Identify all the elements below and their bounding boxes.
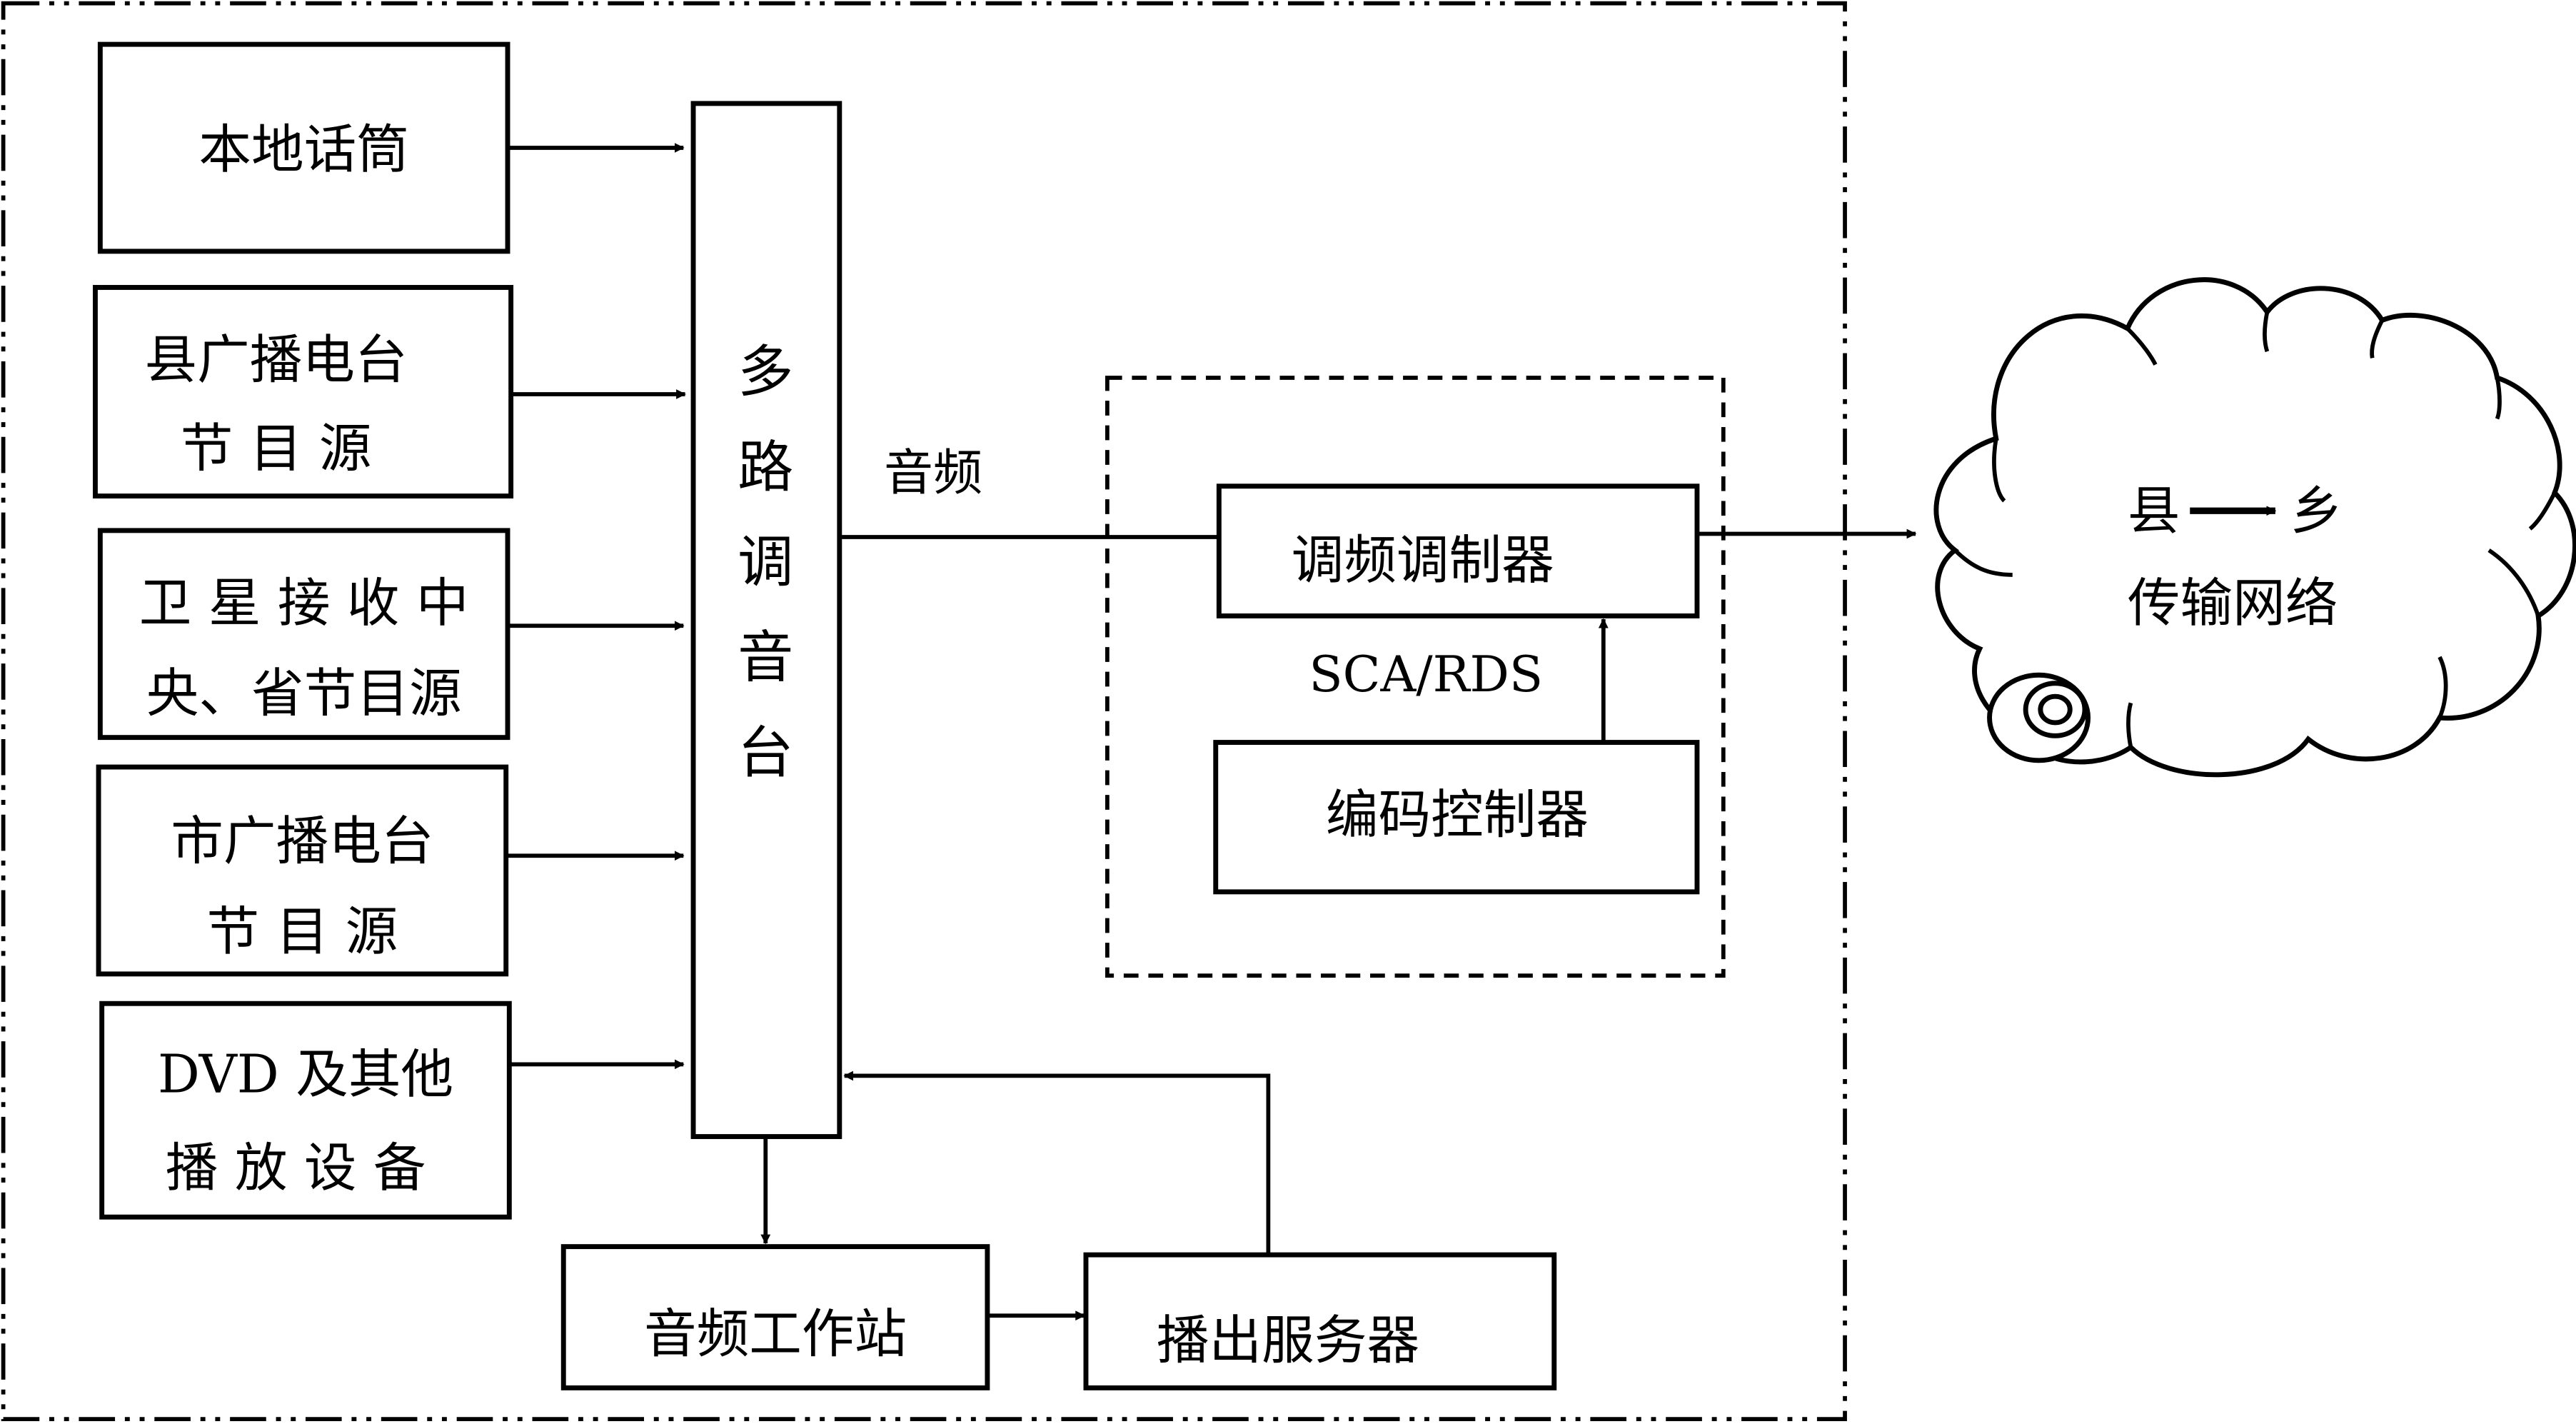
network-to-label: 乡 (2290, 481, 2343, 542)
mixer-console: 多 路 调 音 台 (690, 101, 842, 1139)
mixer-char: 音 (738, 626, 793, 691)
mixer-char: 多 (738, 339, 793, 404)
audio-workstation: 音频工作站 (560, 1244, 990, 1390)
sca-rds-label: SCA/RDS (1309, 646, 1543, 703)
fm-modulator-label: 调频调制器 (1292, 531, 1554, 591)
network-from-label: 县 (2128, 481, 2180, 542)
source-label-line2: 播 放 设 备 (166, 1138, 426, 1199)
workstation-label: 音频工作站 (644, 1304, 907, 1365)
source-dvd: DVD 及其他 播 放 设 备 (99, 1001, 512, 1220)
mixer-char: 路 (738, 435, 793, 500)
source-label-line1: 卫 星 接 收 中 (139, 573, 469, 633)
source-label-line1: 县广播电台 (145, 330, 408, 391)
arrow-server-to-mixer (843, 1070, 1271, 1255)
source-label-line1: 市广播电台 (171, 811, 433, 872)
source-label-line2: 央、省节目源 (146, 663, 462, 724)
audio-label: 音频 (884, 444, 982, 501)
source-satellite: 卫 星 接 收 中 央、省节目源 (97, 528, 510, 741)
encoder-label: 编码控制器 (1326, 785, 1589, 846)
source-label: 本地话筒 (198, 120, 409, 181)
source-county-station: 县广播电台 节 目 源 (93, 285, 514, 499)
mixer-char: 台 (738, 721, 793, 786)
source-city-station: 市广播电台 节 目 源 (96, 764, 509, 977)
system-boundary-frame (1, 1, 1847, 1421)
source-label-line1: DVD 及其他 (158, 1044, 453, 1105)
transmission-network-cloud: 县 乡 传输网络 (1933, 277, 2576, 778)
network-label: 传输网络 (2128, 573, 2338, 633)
encoder-controller: 编码控制器 (1213, 740, 1700, 895)
fm-modulator: 调频调制器 (1216, 483, 1700, 618)
mixer-char: 调 (738, 530, 793, 595)
source-label-line2: 节 目 源 (207, 901, 398, 962)
modulation-group-frame (1105, 376, 1726, 978)
source-local-mic: 本地话筒 (97, 41, 510, 254)
playout-server: 播出服务器 (1083, 1252, 1557, 1390)
source-label-line2: 节 目 源 (181, 418, 372, 479)
playout-server-label: 播出服务器 (1157, 1310, 1419, 1371)
